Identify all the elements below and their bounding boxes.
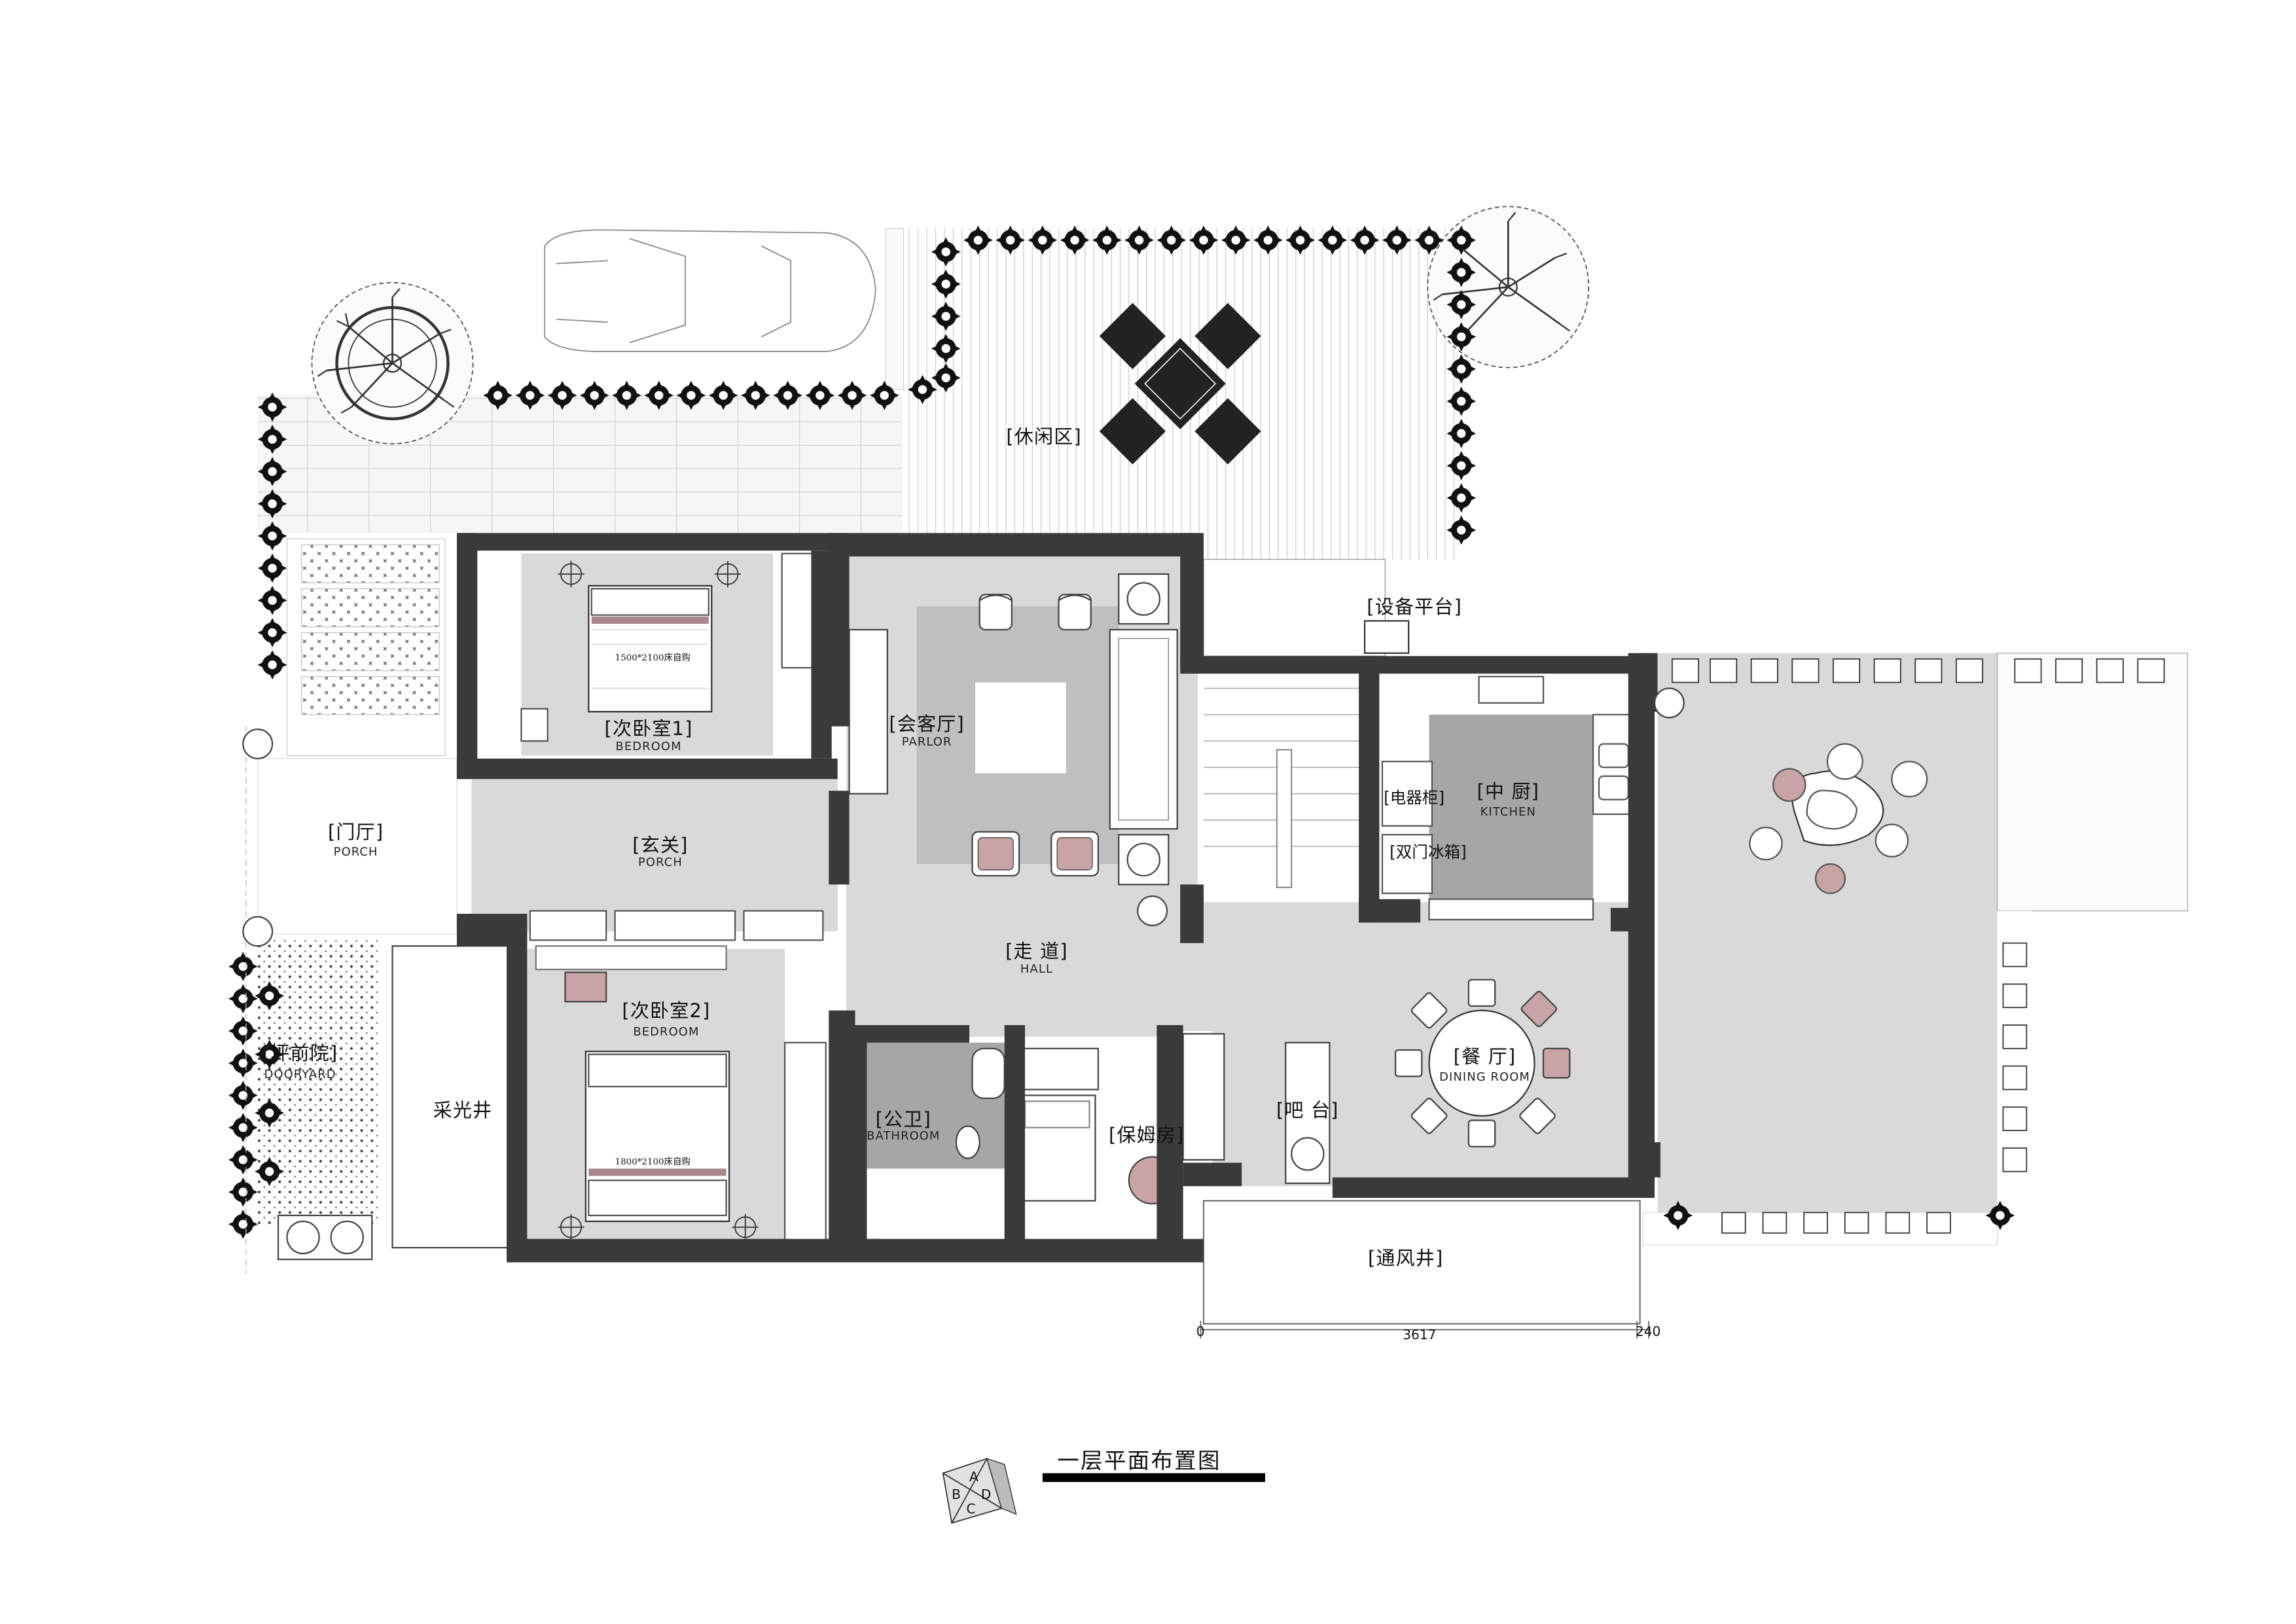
hall-label: [走 道]	[1005, 939, 1068, 962]
entry-en-label: PORCH	[638, 855, 683, 869]
dining-label: [餐 厅]	[1453, 1045, 1516, 1068]
dimension-end: 240	[1635, 1324, 1661, 1340]
index-letter-d: D	[980, 1486, 992, 1502]
bed-2	[584, 1051, 730, 1222]
entry-label: [玄关]	[632, 834, 689, 857]
public-bathroom-label: [公卫]	[875, 1108, 932, 1130]
front-yard-en-label: DOORYARD	[264, 1067, 336, 1081]
bedroom1-label: [次卧室1]	[604, 717, 693, 740]
index-letter-c: C	[966, 1501, 976, 1517]
light-well-label: 采光井	[433, 1099, 493, 1122]
bar-label: [吧 台]	[1276, 1099, 1339, 1122]
foyer-label: [门厅]	[327, 821, 384, 844]
bedroom1-en-label: BEDROOM	[615, 739, 682, 753]
drawing-index-symbol	[942, 1458, 1017, 1524]
parlor-label: [会客厅]	[889, 712, 965, 735]
bedroom2-label: [次卧室2]	[622, 1000, 711, 1022]
bed2-size-label: 1800*2100床自购	[615, 1157, 691, 1167]
terrace-lounge-set	[1749, 743, 1928, 894]
hall-en-label: HALL	[1020, 962, 1053, 976]
garden-tree-right	[1426, 206, 1590, 369]
appliance-cabinet-label: [电器柜]	[1384, 788, 1445, 808]
nanny-room-label: [保姆房]	[1108, 1124, 1185, 1147]
kitchen-label: [中 厨]	[1477, 780, 1540, 803]
parked-car	[544, 229, 876, 352]
dimension-start: 0	[1196, 1324, 1205, 1340]
fridge-label: [双门冰箱]	[1390, 842, 1467, 861]
dimension-middle: 3617	[1403, 1326, 1437, 1343]
terrace-planters	[1671, 658, 2165, 1234]
parlor-en-label: PARLOR	[901, 735, 952, 749]
equipment-platform-label: [设备平台]	[1367, 595, 1462, 618]
leisure-area-label: [休闲区]	[1006, 425, 1082, 448]
dining-en-label: DINING ROOM	[1439, 1070, 1530, 1085]
bedroom2-en-label: BEDROOM	[633, 1025, 700, 1039]
index-letter-a: A	[969, 1468, 978, 1485]
kitchen-en-label: KITCHEN	[1480, 805, 1536, 820]
bed1-size-label: 1500*2100床自购	[615, 653, 691, 664]
bed-1	[588, 585, 713, 713]
front-yard-label: [坪前院]	[262, 1042, 338, 1065]
public-bathroom-en-label: BATHROOM	[867, 1128, 941, 1143]
walls	[457, 533, 1660, 1263]
drawing-title: 一层平面布置图	[1057, 1447, 1221, 1473]
index-letter-b: B	[952, 1486, 961, 1502]
foyer-en-label: PORCH	[333, 844, 378, 859]
vent-shaft-label: [通风井]	[1367, 1247, 1444, 1270]
